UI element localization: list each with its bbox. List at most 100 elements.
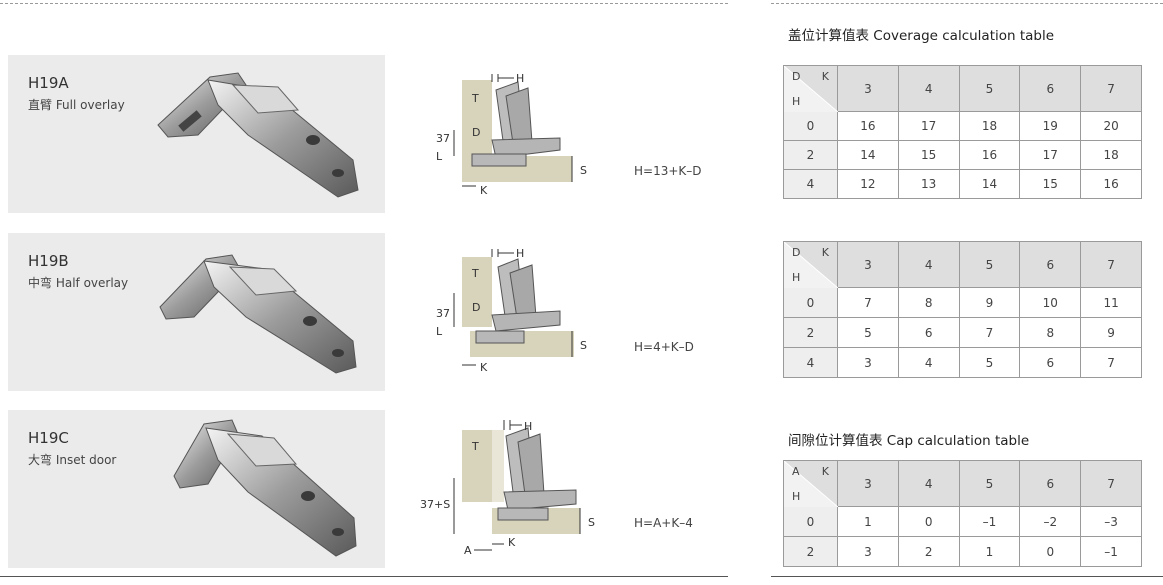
corner-label-k: K <box>821 465 829 478</box>
diagram-label-s: S <box>588 516 595 529</box>
table-cell: 13 <box>897 169 960 199</box>
row-header: 2 <box>783 317 838 348</box>
table-cell: 16 <box>1080 169 1142 199</box>
table-row: 2 5 6 7 8 9 <box>783 317 1142 348</box>
table-corner: D K H <box>783 65 838 112</box>
table-cell: 9 <box>1080 317 1142 348</box>
hinge-formula: H=13+K–D <box>634 164 702 178</box>
diagram-label-d: D <box>472 301 480 314</box>
hinge-type: 中弯 Half overlay <box>28 276 129 290</box>
table-row: 4 12 13 14 15 16 <box>783 169 1142 199</box>
hinge-type: 直臂 Full overlay <box>28 98 125 112</box>
table-cell: 9 <box>958 287 1021 318</box>
hinge-photo-h19b <box>159 254 357 374</box>
table-cell: 18 <box>1080 140 1142 170</box>
table-cell: 15 <box>897 140 960 170</box>
table-cell: 12 <box>837 169 899 199</box>
corner-label-k: K <box>821 246 829 259</box>
table-cell: 5 <box>837 317 899 348</box>
table-cell: 7 <box>958 317 1021 348</box>
row-header: 0 <box>783 506 838 537</box>
hinge-panel-h19b: H19B 中弯 Half overlay <box>8 233 385 391</box>
column-header: 5 <box>958 241 1021 288</box>
table-corner: D K H <box>783 241 838 288</box>
column-header: 7 <box>1080 460 1142 507</box>
row-header: 2 <box>783 536 838 567</box>
table-cell: 4 <box>897 347 960 378</box>
cap-table-title: 间隙位计算值表 Cap calculation table <box>788 433 1030 449</box>
column-header: 6 <box>1019 241 1082 288</box>
column-header: 4 <box>897 65 960 112</box>
table-cell: 17 <box>897 111 960 141</box>
table-cell: 14 <box>837 140 899 170</box>
column-header: 3 <box>837 241 899 288</box>
hinge-formula: H=4+K–D <box>634 340 694 354</box>
table-cell: 6 <box>1019 347 1082 378</box>
column-header: 7 <box>1080 65 1142 112</box>
diagram-label-k: K <box>480 184 488 197</box>
corner-label-a: A <box>792 465 800 478</box>
hinge-panel-h19c: H19C 大弯 Inset door <box>8 410 385 568</box>
table-cell: 15 <box>1019 169 1082 199</box>
row-header: 0 <box>783 287 838 318</box>
table-cell: 8 <box>897 287 960 318</box>
corner-label-k: K <box>821 70 829 83</box>
column-header: 5 <box>958 460 1021 507</box>
diagram-label-k: K <box>508 536 516 549</box>
column-header: 3 <box>837 460 899 507</box>
diagram-label-left: L <box>436 150 443 163</box>
row-header: 4 <box>783 347 838 378</box>
table-row: 2 14 15 16 17 18 <box>783 140 1142 170</box>
table-cell: 20 <box>1080 111 1142 141</box>
coverage-table-2: D K H 3 4 5 6 7 0 7 8 9 10 11 2 5 6 7 8 … <box>783 241 1142 378</box>
column-header: 6 <box>1019 65 1082 112</box>
hinge-formula: H=A+K–4 <box>634 516 693 530</box>
table-cell: 6 <box>897 317 960 348</box>
table-corner: A K H <box>783 460 838 507</box>
corner-label-d: D <box>792 246 801 259</box>
corner-label-d: D <box>792 70 801 83</box>
table-cell: 11 <box>1080 287 1142 318</box>
table-cell: 3 <box>837 536 899 567</box>
table-cell: 1 <box>958 536 1021 567</box>
corner-label-h: H <box>792 490 801 503</box>
table-row: 2 3 2 1 0 –1 <box>783 536 1142 567</box>
table-cell: 0 <box>1019 536 1082 567</box>
bottom-divider-right <box>771 576 1163 577</box>
diagram-label-k: K <box>480 361 488 374</box>
table-row: 4 3 4 5 6 7 <box>783 347 1142 378</box>
mounting-diagram-h19c: H T 37+S S A K <box>420 420 595 557</box>
corner-label-h: H <box>792 271 801 284</box>
row-header: 4 <box>783 169 838 199</box>
corner-label-h: H <box>792 95 801 108</box>
row-header: 0 <box>783 111 838 141</box>
coverage-table-title: 盖位计算值表 Coverage calculation table <box>788 28 1055 44</box>
table-cell: 16 <box>958 140 1021 170</box>
table-cell: 17 <box>1019 140 1082 170</box>
row-header: 2 <box>783 140 838 170</box>
hinge-code: H19B <box>28 252 69 270</box>
diagram-label-h: H <box>524 420 532 433</box>
table-cell: –1 <box>958 506 1021 537</box>
table-cell: 8 <box>1019 317 1082 348</box>
diagram-label-s: S <box>580 339 587 352</box>
table-cell: 2 <box>897 536 960 567</box>
hinge-photo-h19c <box>173 419 357 557</box>
diagram-label-h: H <box>516 72 524 85</box>
column-header: 4 <box>897 460 960 507</box>
hinge-type: 大弯 Inset door <box>28 453 117 467</box>
bottom-divider-left <box>0 576 728 577</box>
hinge-photo-h19a <box>157 72 359 198</box>
diagram-label-h: H <box>516 247 524 260</box>
table-cell: 16 <box>837 111 899 141</box>
diagram-label-left: L <box>436 325 443 338</box>
table-row: 0 16 17 18 19 20 <box>783 111 1142 141</box>
diagram-label-t: T <box>471 92 479 105</box>
table-cell: 10 <box>1019 287 1082 318</box>
diagram-label-d: D <box>472 126 480 139</box>
column-header: 5 <box>958 65 1021 112</box>
table-cell: 0 <box>897 506 960 537</box>
table-cell: 5 <box>958 347 1021 378</box>
coverage-table-1: D K H 3 4 5 6 7 0 16 17 18 19 20 2 14 15… <box>783 65 1142 199</box>
table-row: 0 1 0 –1 –2 –3 <box>783 506 1142 537</box>
